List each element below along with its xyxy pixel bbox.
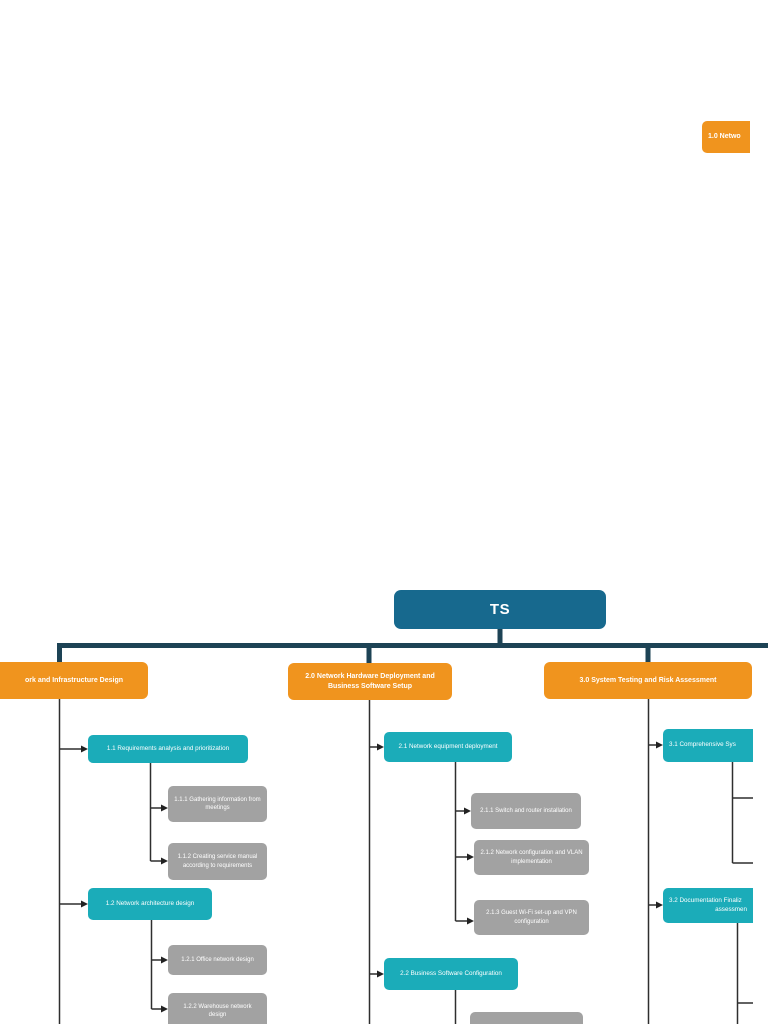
node-label: 3.1 Comprehensive Sys <box>669 741 736 749</box>
node-3-1: 3.1 Comprehensive Sys <box>663 729 753 762</box>
node-label: 1.2.2 Warehouse network design <box>183 1003 252 1018</box>
node-label: 2.1.1 Switch and router installation <box>480 807 572 814</box>
node-1-2: 1.2 Network architecture design <box>88 888 212 920</box>
node-label: 2.1.2 Network configuration and VLAN imp… <box>480 850 583 865</box>
node-label: 1.2.1 Office network design <box>181 956 254 963</box>
node-2-1-2: 2.1.2 Network configuration and VLAN imp… <box>474 840 589 875</box>
node-label: 3.2 Documentation Finaliz <box>669 897 742 905</box>
node-1-1-2: 1.1.2 Creating service manual according … <box>168 843 267 880</box>
node-label: ork and Infrastructure Design <box>24 676 124 684</box>
node-1-1-1: 1.1.1 Gathering information from meeting… <box>168 786 267 822</box>
node-1-2-2: 1.2.2 Warehouse network design <box>168 993 267 1024</box>
node-1-1: 1.1 Requirements analysis and prioritiza… <box>88 735 248 763</box>
node-label: TS <box>489 600 511 618</box>
node-label: 3.0 System Testing and Risk Assessment <box>579 676 717 684</box>
connector-main-horizontal <box>57 643 768 664</box>
node-2-2-1 <box>470 1012 583 1024</box>
node-2-1-3: 2.1.3 Guest Wi-Fi set-up and VPN configu… <box>474 900 589 935</box>
node-2-0: 2.0 Network Hardware Deployment and Busi… <box>288 663 452 700</box>
node-3-2: 3.2 Documentation Finaliz assessmen <box>663 888 753 923</box>
node-1-0: ork and Infrastructure Design <box>0 662 148 699</box>
node-label: 1.2 Network architecture design <box>105 899 195 907</box>
node-label: 2.1 Network equipment deployment <box>398 742 498 750</box>
node-label: 2.0 Network Hardware Deployment and Busi… <box>305 673 435 690</box>
node-1-0-fragment: 1.0 Netwo <box>702 121 750 153</box>
node-2-1-1: 2.1.1 Switch and router installation <box>471 793 581 829</box>
node-label: 2.1.3 Guest Wi-Fi set-up and VPN configu… <box>486 910 577 925</box>
node-label: 1.1.2 Creating service manual according … <box>177 854 258 869</box>
node-label: 2.2 Business Software Configuration <box>400 969 502 977</box>
node-label-line2: assessmen <box>715 905 747 913</box>
node-2-1: 2.1 Network equipment deployment <box>384 732 512 762</box>
node-label: 1.0 Netwo <box>708 133 741 141</box>
node-1-2-1: 1.2.1 Office network design <box>168 945 267 975</box>
node-label: 1.1.1 Gathering information from meeting… <box>174 796 261 811</box>
node-2-2: 2.2 Business Software Configuration <box>384 958 518 990</box>
node-root-ts: TS <box>394 590 606 629</box>
node-3-0: 3.0 System Testing and Risk Assessment <box>544 662 752 699</box>
node-label: 1.1 Requirements analysis and prioritiza… <box>106 744 230 752</box>
